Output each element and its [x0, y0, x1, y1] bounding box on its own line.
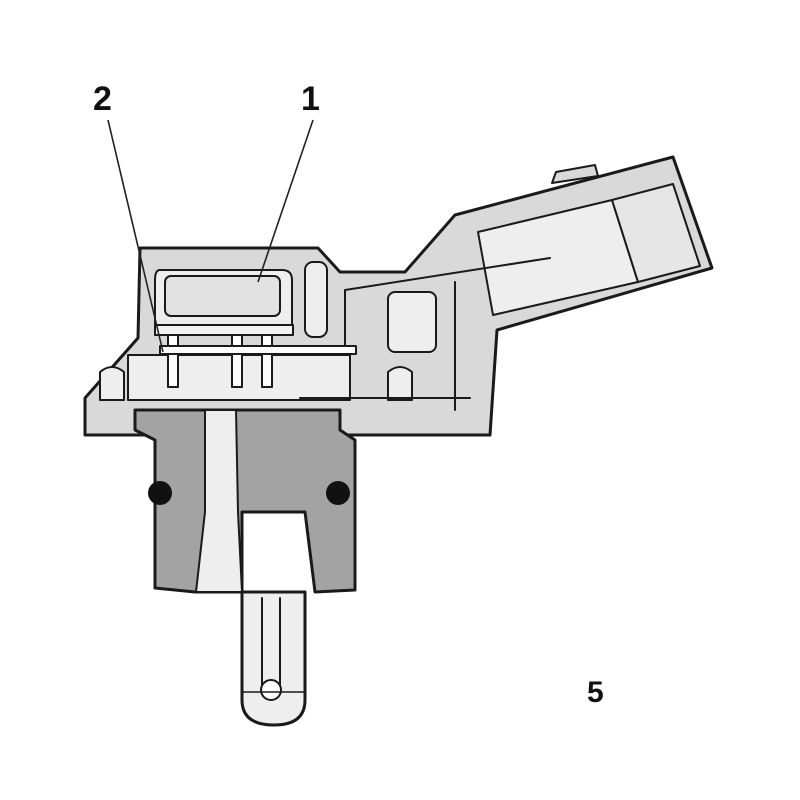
contact-pin-mid: [231, 334, 243, 388]
left-flange: [99, 366, 125, 401]
contact-pin-right: [261, 334, 273, 388]
o-ring-left: [148, 481, 172, 505]
housing-rib: [304, 261, 328, 338]
sensor-stem: [133, 408, 357, 594]
connector-wire-lead: [344, 257, 551, 361]
callout-label-1: 1: [301, 80, 320, 118]
temperature-probe: [240, 590, 307, 727]
leader-line-2: [107, 119, 164, 353]
o-ring-right: [326, 481, 350, 505]
figure-number: 5: [587, 676, 604, 709]
leader-line-1: [257, 119, 314, 283]
right-flange: [387, 366, 413, 401]
contact-pin-left: [167, 334, 179, 388]
connector-socket-inner: [611, 183, 701, 283]
probe-thermistor: [260, 679, 282, 701]
upper-chamber-inner: [164, 275, 281, 317]
callout-label-2: 2: [93, 80, 112, 118]
sensor-chip-plate: [154, 324, 294, 336]
pin-crossbar: [159, 345, 357, 355]
connector-latch: [551, 164, 599, 184]
right-cavity: [387, 291, 437, 353]
